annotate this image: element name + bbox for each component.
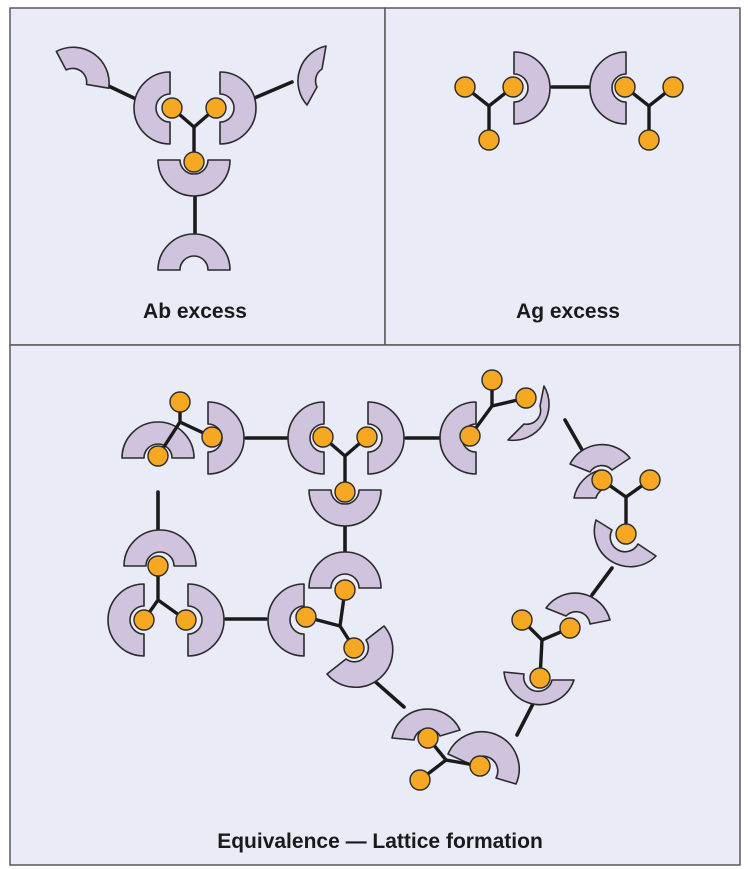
label-equivalence: Equivalence — Lattice formation (217, 830, 543, 853)
antigen (409, 727, 491, 791)
antibody-links (96, 79, 614, 737)
antibody-cup (326, 625, 394, 689)
antibody-cup (593, 519, 657, 568)
link (590, 566, 614, 597)
antigen (295, 579, 365, 659)
antibody-cup (513, 51, 551, 125)
antibody-cups (55, 45, 657, 785)
antigen (147, 391, 223, 467)
antigen (591, 469, 661, 545)
antigen (312, 426, 378, 503)
antibody-cup (187, 583, 225, 657)
antibody-cup (308, 551, 382, 589)
antibody-cup (267, 583, 305, 657)
link (250, 80, 294, 101)
antibody-cup (157, 233, 231, 271)
antigen (161, 97, 227, 173)
antigen (459, 369, 537, 447)
panel-ag-excess (384, 7, 741, 346)
antigen (511, 609, 581, 689)
antibody-cup (367, 401, 405, 475)
label-ag-excess: Ag excess (516, 300, 620, 323)
link (563, 418, 587, 457)
antibody-cup (503, 671, 575, 706)
antibody-cup (569, 443, 631, 473)
antibody-cup (297, 45, 327, 106)
antigen (133, 555, 197, 631)
antigens (133, 76, 684, 791)
antibody-cup (507, 385, 550, 442)
antibody-cup (589, 51, 627, 125)
antibody-cup (107, 583, 145, 657)
antigen (454, 76, 524, 151)
antigen (614, 76, 684, 151)
antibody-cup (55, 46, 110, 89)
antibody-cup (308, 489, 382, 527)
antibody-cup (133, 71, 171, 145)
antibody-cup (545, 592, 611, 625)
antibody-cup (157, 159, 231, 197)
antibody-cup (287, 401, 325, 475)
antibody-cup (123, 529, 197, 567)
label-ab-excess: Ab excess (143, 300, 247, 323)
antibody-cup (219, 71, 257, 145)
